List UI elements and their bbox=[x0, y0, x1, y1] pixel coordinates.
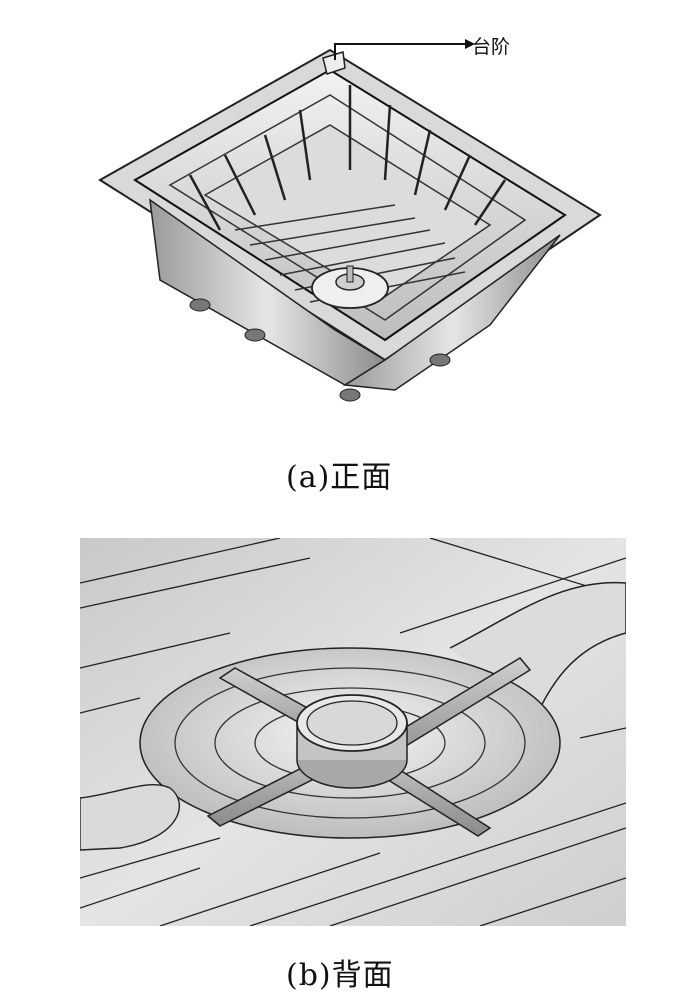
caption-front-view: (a)正面 bbox=[286, 460, 393, 495]
floor-lines bbox=[80, 538, 626, 926]
caption-back-view: (b)背面 bbox=[286, 958, 394, 993]
side-bump bbox=[80, 784, 180, 851]
callout-arrow bbox=[334, 43, 465, 60]
step-corner bbox=[322, 51, 346, 75]
back-view-figure bbox=[80, 538, 626, 926]
tray-feet bbox=[189, 298, 451, 402]
wall-ribs bbox=[188, 85, 507, 231]
front-view-figure bbox=[98, 39, 602, 402]
callout-label: 台阶 bbox=[472, 36, 511, 58]
